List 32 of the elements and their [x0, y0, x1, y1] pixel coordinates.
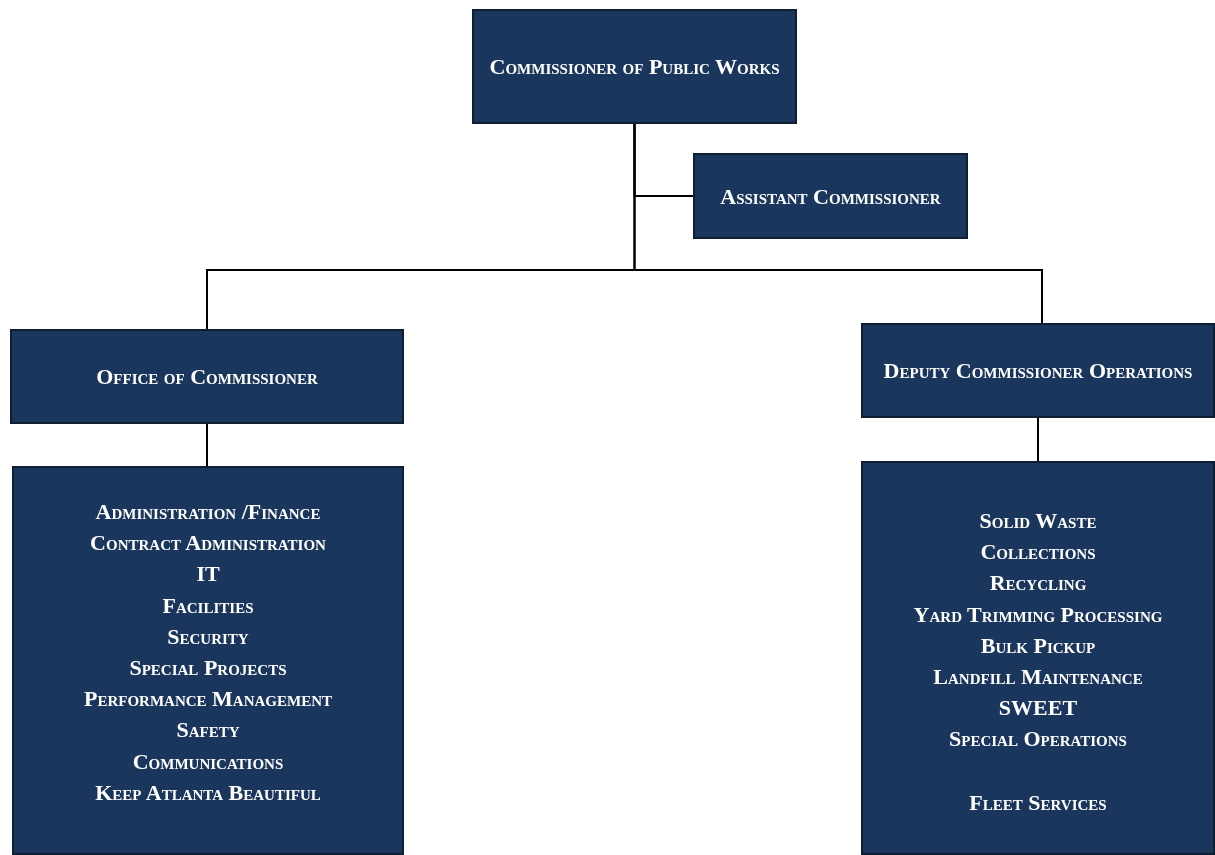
unit-name: Special Operations	[949, 725, 1127, 754]
unit-name: Security	[167, 622, 249, 651]
unit-title: Assistant Commissioner	[720, 182, 941, 211]
unit-name: Bulk Pickup	[980, 631, 1096, 660]
unit-name: Landfill Maintenance	[933, 663, 1143, 691]
unit-name: Performance Management	[83, 685, 332, 714]
unit-name: Recycling	[989, 569, 1087, 598]
unit-name: Collections	[980, 538, 1096, 567]
org-unit-box	[861, 461, 1215, 855]
org-unit-box	[861, 323, 1215, 418]
unit-title: Deputy Commissioner Operations	[883, 357, 1193, 385]
unit-name: Special Projects	[129, 654, 287, 682]
org-unit-box	[10, 329, 404, 424]
unit-name: Solid Waste	[979, 507, 1097, 535]
org-unit-box	[472, 9, 797, 124]
unit-name: Facilities	[162, 591, 254, 620]
unit-title: Office of Commissioner	[96, 363, 318, 391]
unit-name: Communications	[132, 747, 284, 776]
unit-name: Fleet Services	[969, 788, 1107, 817]
unit-name: Keep Atlanta Beautiful	[95, 778, 321, 807]
unit-name: IT	[196, 560, 220, 589]
unit-name: SWEET	[998, 694, 1078, 723]
connector-line	[633, 123, 1043, 324]
org-unit-box	[693, 153, 968, 239]
org-unit-box	[12, 466, 404, 855]
connector-line	[1037, 417, 1039, 462]
unit-name: Yard Trimming Processing	[913, 600, 1163, 629]
unit-name: Contract Administration	[90, 529, 326, 558]
unit-name: Safety	[176, 716, 240, 745]
unit-title: Commissioner of Public Works	[489, 53, 780, 81]
connector-line	[206, 423, 208, 467]
unit-name: Administration /Finance	[95, 498, 321, 526]
